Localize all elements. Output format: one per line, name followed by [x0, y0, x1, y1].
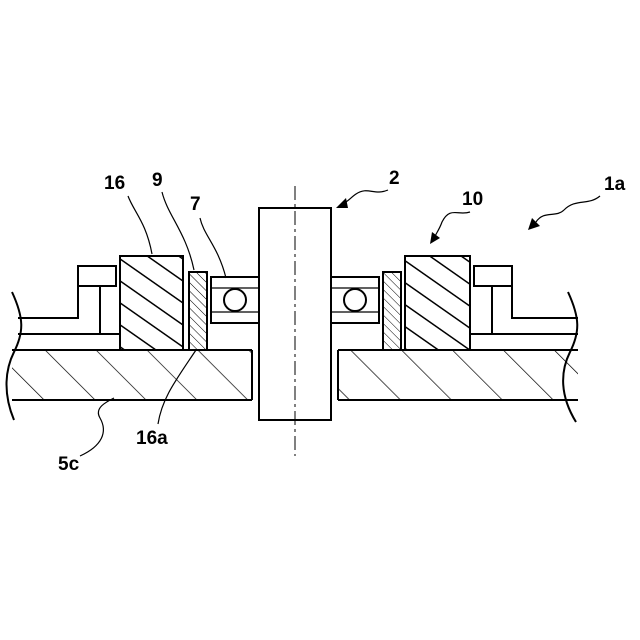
label-7: 7	[190, 194, 201, 215]
label-1a: 1a	[604, 174, 626, 195]
bearing-right	[331, 277, 379, 323]
label-2: 2	[389, 168, 400, 189]
magnet-left	[120, 256, 183, 350]
base-plate-right	[338, 350, 578, 400]
magnet-right	[405, 256, 470, 350]
plate-right	[383, 272, 401, 350]
arrow-10	[430, 212, 470, 244]
arrow-1a	[528, 196, 600, 230]
housing-wall-right	[470, 266, 578, 334]
plate-left	[189, 272, 207, 350]
label-10: 10	[462, 189, 483, 210]
housing-wall-left	[18, 266, 120, 334]
bearing-left	[211, 277, 259, 323]
label-5c: 5c	[58, 454, 80, 475]
label-9: 9	[152, 170, 163, 191]
label-16a: 16a	[136, 428, 168, 449]
label-16: 16	[104, 173, 125, 194]
base-plate-left	[12, 350, 252, 400]
arrow-2	[336, 190, 388, 208]
